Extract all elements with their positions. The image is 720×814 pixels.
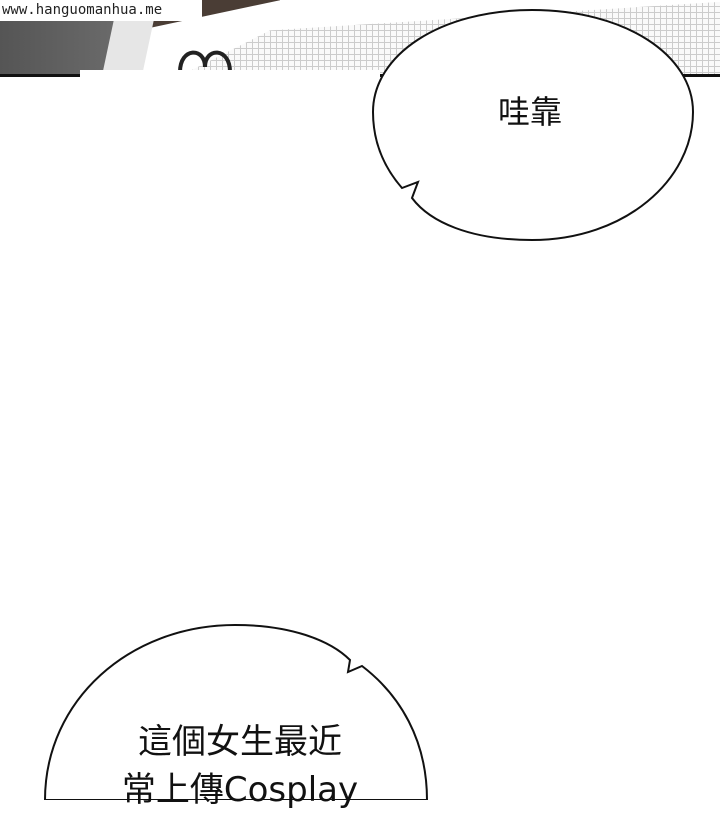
bubble-2-line-1: 這個女生最近 xyxy=(138,722,342,762)
speech-bubble-2 xyxy=(43,623,429,800)
watermark: www.hanguomanhua.me xyxy=(0,0,202,21)
coil-icon xyxy=(178,50,232,73)
bubble-2-line-2: 常上傳Cosplay xyxy=(121,770,359,810)
speech-bubble-1 xyxy=(371,8,695,242)
blurred-strip xyxy=(80,70,380,82)
bubble-1-text: 哇靠 xyxy=(497,93,562,131)
